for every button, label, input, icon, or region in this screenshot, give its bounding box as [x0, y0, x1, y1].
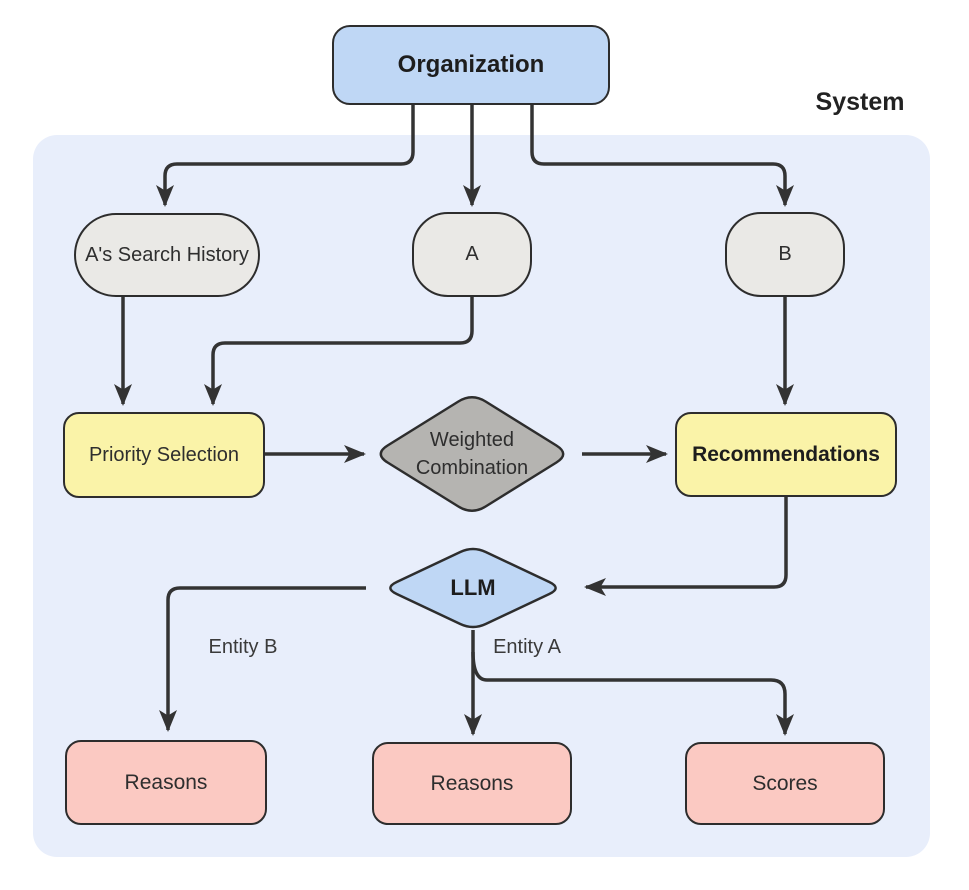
- node-a: A: [412, 212, 532, 297]
- edge-llm-reasons-b: [159, 586, 366, 732]
- edge-a-priority-selection: [204, 297, 474, 406]
- edge-recommendations-llm: [584, 497, 788, 596]
- system-label: System: [815, 88, 905, 116]
- weighted-combination-diamond: [379, 396, 565, 512]
- edge-llm-scores: [471, 651, 794, 736]
- node-a-search-history: A's Search History: [74, 213, 260, 297]
- node-reasons-entity-a: Reasons: [372, 742, 572, 825]
- node-organization: Organization: [332, 25, 610, 105]
- llm-diamond: [389, 547, 557, 629]
- edge-label-entity-a: Entity A: [493, 636, 561, 658]
- edge-organization-search-history: [156, 105, 415, 207]
- edge-organization-b: [530, 105, 794, 207]
- edge-label-entity-b: Entity B: [208, 636, 278, 658]
- node-priority-selection: Priority Selection: [63, 412, 265, 498]
- node-recommendations: Recommendations: [675, 412, 897, 497]
- node-scores: Scores: [685, 742, 885, 825]
- node-reasons-entity-b: Reasons: [65, 740, 267, 825]
- node-b: B: [725, 212, 845, 297]
